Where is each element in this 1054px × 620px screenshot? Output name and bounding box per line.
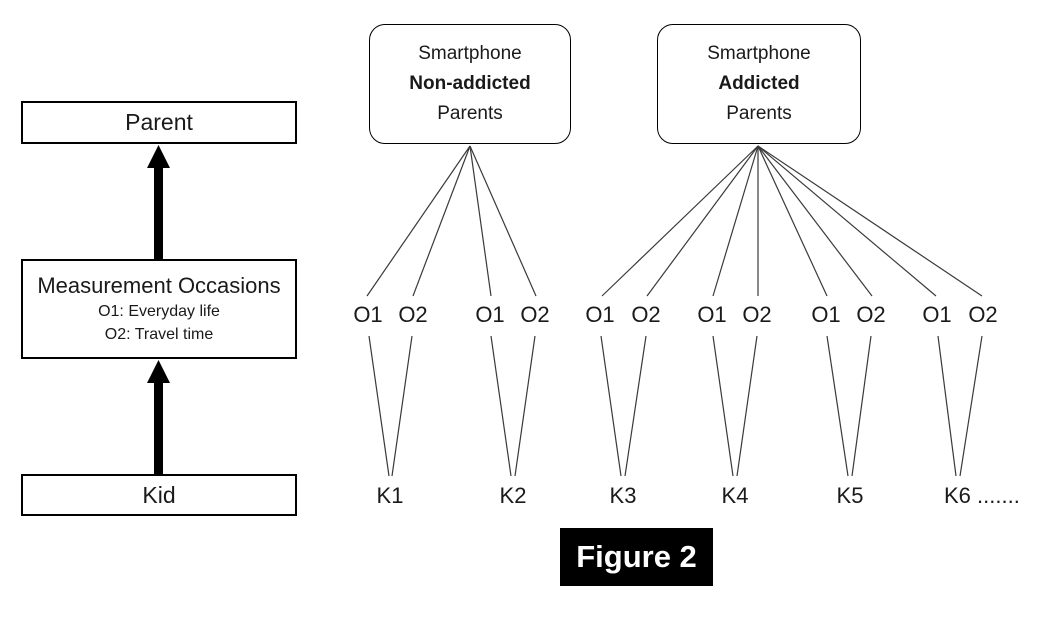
connector-line xyxy=(490,335,512,477)
connector-line xyxy=(937,335,957,477)
v-lines-kids xyxy=(368,335,983,477)
connector-line xyxy=(469,145,492,297)
connector-line xyxy=(712,145,759,297)
connector-line xyxy=(601,145,759,297)
occasion-label: O1 xyxy=(353,302,383,327)
arrow-kid-to-measurement xyxy=(147,360,170,474)
fan-addicted xyxy=(601,145,983,297)
arrow-measurement-to-parent xyxy=(147,145,170,259)
connector-line xyxy=(412,145,471,297)
connector-line xyxy=(757,145,983,297)
fan-non-addicted xyxy=(366,145,537,297)
connector-line xyxy=(851,335,872,477)
connector-line xyxy=(469,145,537,297)
kid-label-k5: K5 xyxy=(836,483,864,508)
connector-line xyxy=(646,145,759,297)
measurement-item-o1: O1: Everyday life xyxy=(98,302,220,320)
kid-label-k4: K4 xyxy=(721,483,749,508)
group-line: Parents xyxy=(726,103,792,124)
group-line: Parents xyxy=(437,103,503,124)
occasion-label: O2 xyxy=(398,302,428,327)
parent-label: Parent xyxy=(125,109,193,135)
connector-line xyxy=(624,335,647,477)
occasion-label: O1 xyxy=(922,302,952,327)
occasion-label: O1 xyxy=(585,302,615,327)
connector-line xyxy=(757,145,828,297)
measurement-occasions-box: Measurement Occasions O1: Everyday life … xyxy=(21,259,297,359)
occasion-label: O2 xyxy=(520,302,550,327)
connector-line xyxy=(366,145,471,297)
connector-line xyxy=(368,335,390,477)
connector-line xyxy=(736,335,758,477)
connector-line xyxy=(712,335,734,477)
connector-line xyxy=(391,335,413,477)
parent-box: Parent xyxy=(21,101,297,144)
connector-line xyxy=(959,335,983,477)
connector-line xyxy=(757,145,937,297)
addicted-parents-box: Smartphone Addicted Parents xyxy=(657,24,861,144)
group-line: Smartphone xyxy=(707,43,811,64)
connector-line xyxy=(600,335,622,477)
non-addicted-parents-box: Smartphone Non-addicted Parents xyxy=(369,24,571,144)
figure-caption-text: Figure 2 xyxy=(576,539,697,574)
occasion-label: O1 xyxy=(811,302,841,327)
occasion-label: O2 xyxy=(856,302,886,327)
group-line-emphasis: Non-addicted xyxy=(409,73,531,94)
occasion-label: O2 xyxy=(968,302,998,327)
connector-line xyxy=(514,335,536,477)
kid-label-k6: K6 ....... xyxy=(944,483,1020,508)
group-line-emphasis: Addicted xyxy=(718,73,800,94)
up-arrow xyxy=(147,360,170,474)
up-arrow xyxy=(147,145,170,259)
connector-line xyxy=(826,335,849,477)
occasion-label: O1 xyxy=(475,302,505,327)
measurement-item-o2: O2: Travel time xyxy=(104,325,214,343)
occasion-label: O2 xyxy=(742,302,772,327)
connector-line xyxy=(757,145,873,297)
kid-label: Kid xyxy=(142,481,176,508)
group-line: Smartphone xyxy=(418,43,522,64)
measurement-title: Measurement Occasions xyxy=(37,273,281,299)
figure-caption: Figure 2 xyxy=(560,528,713,586)
kid-label-k1: K1 xyxy=(376,483,404,508)
kid-label-k3: K3 xyxy=(609,483,637,508)
kid-box: Kid xyxy=(21,474,297,516)
occasion-label: O1 xyxy=(697,302,727,327)
occasion-label: O2 xyxy=(631,302,661,327)
kid-label-k2: K2 xyxy=(499,483,527,508)
